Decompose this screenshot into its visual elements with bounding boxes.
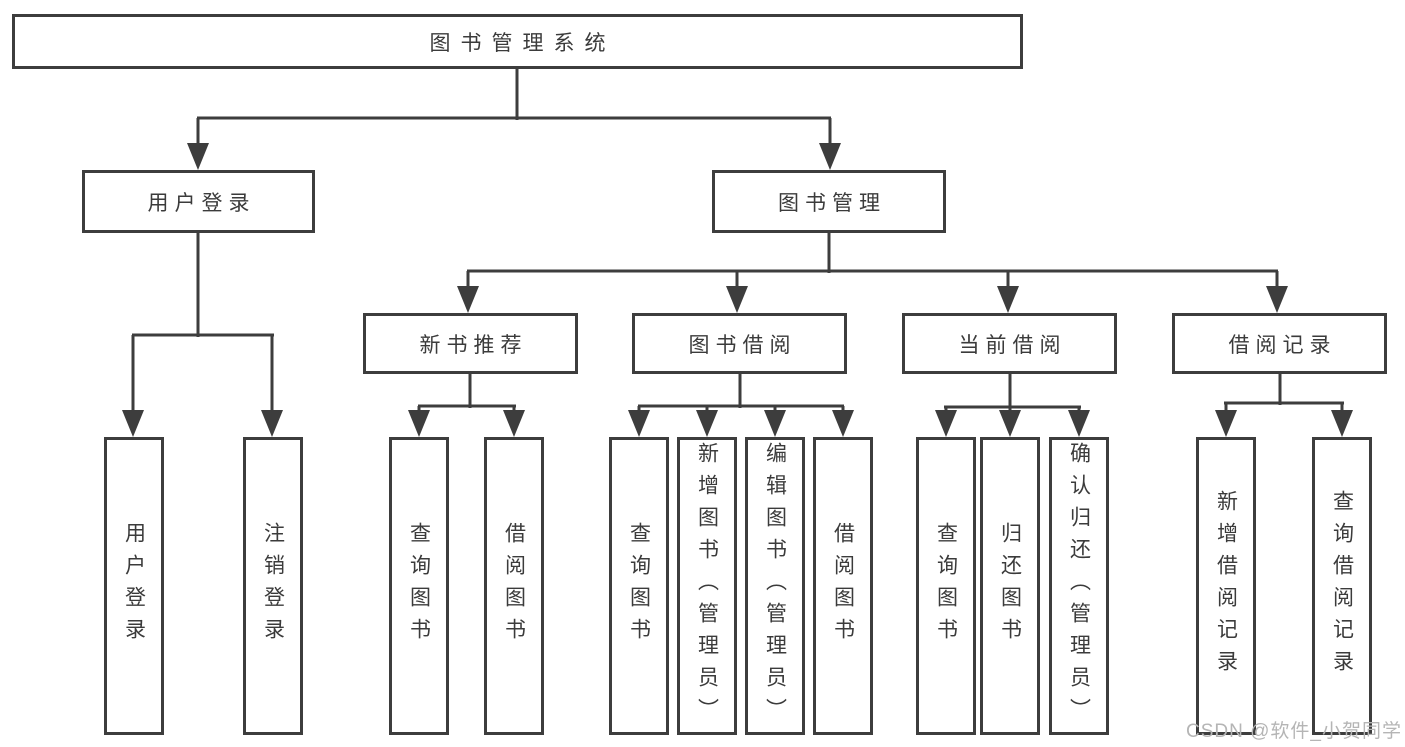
leaf-confirm-return-admin: 确认归还（管理员）	[1049, 437, 1109, 735]
node-current-borrowing: 当前借阅	[902, 313, 1117, 374]
node-new-book-recommend-label: 新书推荐	[419, 333, 528, 357]
leaf-user-login-label: 用户登录	[122, 522, 146, 650]
leaf-query-borrow-record: 查询借阅记录	[1312, 437, 1372, 735]
leaf-return-book: 归还图书	[980, 437, 1040, 735]
leaf-query-book-borrowing: 查询图书	[609, 437, 669, 735]
node-user-login: 用户登录	[82, 170, 315, 233]
leaf-logout-label: 注销登录	[261, 522, 285, 650]
leaf-borrow-book-borrowing: 借阅图书	[813, 437, 873, 735]
leaf-add-book-admin: 新增图书（管理员）	[677, 437, 737, 735]
node-book-management-label: 图书管理	[778, 191, 886, 215]
leaf-user-login: 用户登录	[104, 437, 164, 735]
node-new-book-recommend: 新书推荐	[363, 313, 578, 374]
node-user-login-label: 用户登录	[147, 191, 256, 215]
leaf-query-book-recommend-label: 查询图书	[407, 522, 431, 650]
leaf-query-book-current-label: 查询图书	[934, 522, 958, 650]
leaf-query-book-current: 查询图书	[916, 437, 976, 735]
leaf-return-book-label: 归还图书	[998, 522, 1022, 650]
leaf-borrow-book-recommend: 借阅图书	[484, 437, 544, 735]
leaf-edit-book-admin-label: 编辑图书（管理员）	[763, 442, 787, 730]
leaf-add-borrow-record-label: 新增借阅记录	[1214, 490, 1238, 682]
leaf-logout: 注销登录	[243, 437, 303, 735]
node-borrowing-records-label: 借阅记录	[1228, 333, 1337, 357]
leaf-edit-book-admin: 编辑图书（管理员）	[745, 437, 805, 735]
node-book-borrowing: 图书借阅	[632, 313, 847, 374]
node-library-management-system: 图书管理系统	[12, 14, 1023, 69]
leaf-add-book-admin-label: 新增图书（管理员）	[695, 442, 719, 730]
node-book-management: 图书管理	[712, 170, 946, 233]
node-book-borrowing-label: 图书借阅	[688, 333, 797, 357]
leaf-borrow-book-borrowing-label: 借阅图书	[831, 522, 855, 650]
node-library-management-system-label: 图书管理系统	[429, 31, 616, 55]
arrowheads	[122, 143, 1353, 437]
leaf-borrow-book-recommend-label: 借阅图书	[502, 522, 526, 650]
leaf-query-book-recommend: 查询图书	[389, 437, 449, 735]
leaf-add-borrow-record: 新增借阅记录	[1196, 437, 1256, 735]
csdn-watermark: CSDN @软件_小贺同学	[1186, 721, 1402, 742]
leaf-confirm-return-admin-label: 确认归还（管理员）	[1067, 442, 1091, 730]
leaf-query-borrow-record-label: 查询借阅记录	[1330, 490, 1354, 682]
leaf-query-book-borrowing-label: 查询图书	[627, 522, 651, 650]
node-borrowing-records: 借阅记录	[1172, 313, 1387, 374]
node-current-borrowing-label: 当前借阅	[958, 333, 1067, 357]
